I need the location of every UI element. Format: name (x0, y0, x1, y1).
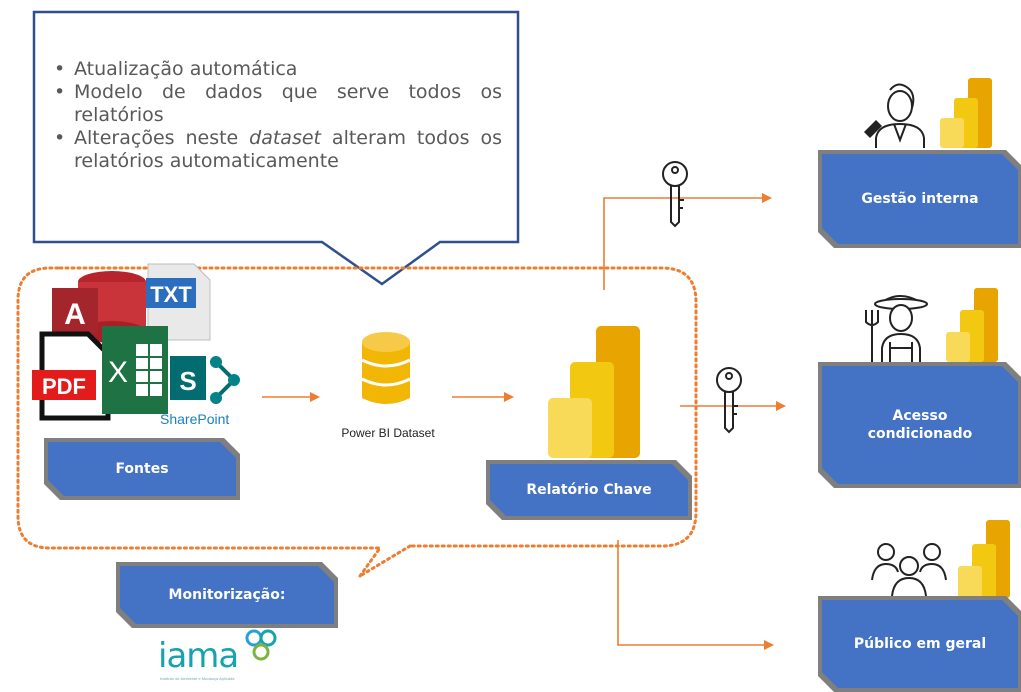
gestao-box: Gestão interna (822, 154, 1018, 244)
iama-logo-subtitle: Instituto de Ambiente e Mudança Aplicada (160, 676, 235, 681)
database-icon (361, 332, 411, 404)
publico-label: Público em geral (853, 636, 987, 652)
monitoring-label: Monitorização: (168, 587, 286, 603)
report-box: Relatório Chave (490, 464, 688, 516)
iama-logo-mark (245, 629, 277, 661)
svg-text:TXT: TXT (150, 282, 192, 307)
callout-bullet: Atualização automática (52, 58, 502, 81)
excel-icon: X (102, 326, 168, 414)
pipeline-group-outline (16, 266, 698, 578)
power-bi-icon (946, 288, 998, 362)
publico-box: Público em geral (822, 600, 1018, 688)
people-group-icon (871, 543, 947, 596)
key-icon (716, 367, 742, 434)
arrow-report-to-gestao (603, 193, 772, 290)
acesso-label: Acesso condicionado (867, 408, 973, 442)
key-icon (662, 161, 688, 228)
callout-text: Atualização automática Modelo de dados q… (52, 58, 502, 173)
farmer-person-icon (865, 295, 928, 362)
power-bi-icon (958, 520, 1010, 598)
callout-bullet: Modelo de dados que serve todos os relat… (52, 81, 502, 127)
iama-logo: iama (158, 636, 239, 676)
power-bi-icon (940, 78, 992, 148)
fontes-label: Fontes (115, 461, 169, 477)
sharepoint-label: SharePoint (160, 411, 230, 427)
svg-text:S: S (179, 366, 196, 396)
report-label: Relatório Chave (526, 482, 652, 498)
pdf-icon: PDF (32, 331, 111, 421)
monitoring-box: Monitorização: (120, 566, 334, 624)
manager-person-icon (864, 83, 925, 148)
svg-text:PDF: PDF (42, 374, 86, 399)
sharepoint-icon: S (170, 356, 240, 404)
arrow-report-to-publico (617, 540, 774, 650)
power-bi-icon (548, 326, 640, 458)
svg-text:X: X (108, 356, 128, 389)
dataset-label: Power BI Dataset (341, 426, 435, 440)
acesso-box: Acesso condicionado (822, 366, 1018, 484)
txt-file-icon: TXT (146, 263, 211, 341)
callout-bullet: Alterações neste dataset alteram todos o… (52, 127, 502, 173)
svg-text:A: A (64, 298, 86, 331)
gestao-label: Gestão interna (861, 191, 979, 207)
fontes-box: Fontes (48, 442, 236, 496)
